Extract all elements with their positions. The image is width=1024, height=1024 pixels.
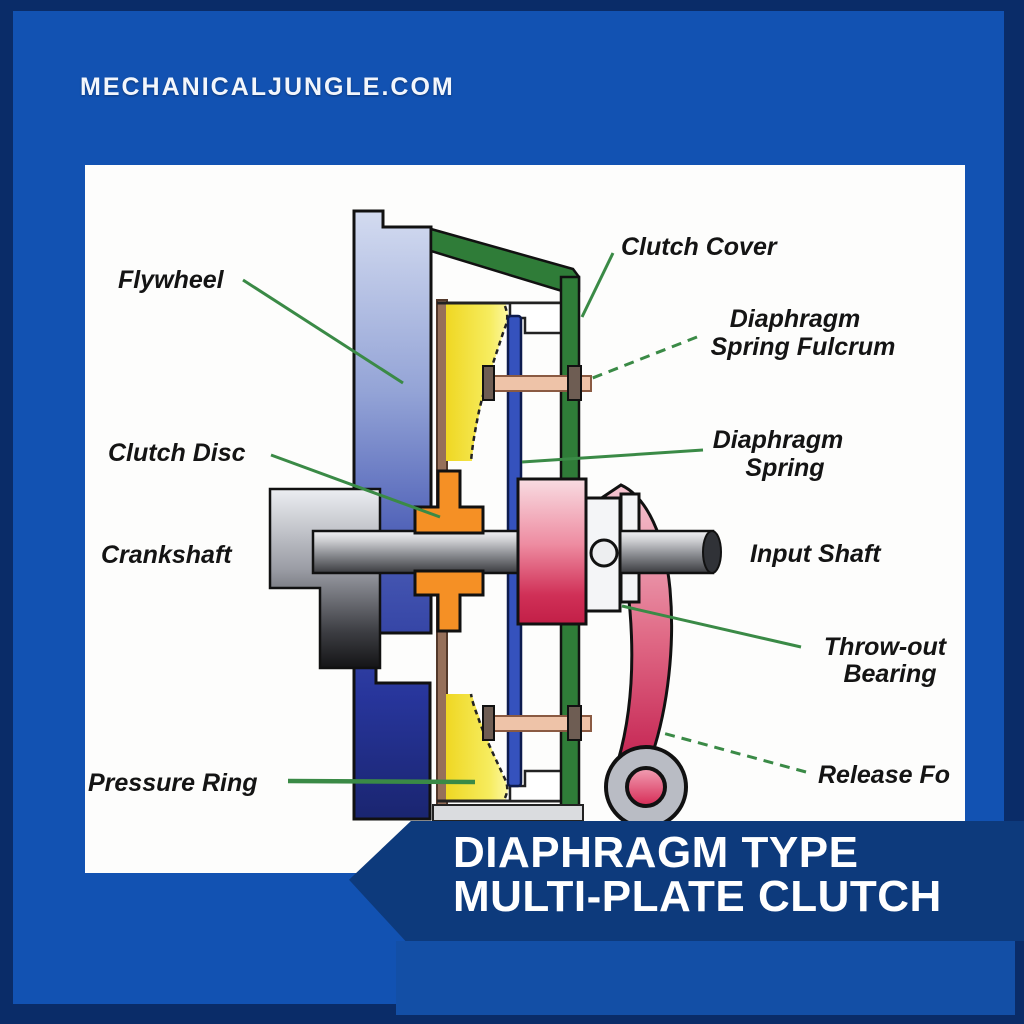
release-fork-leader (658, 730, 807, 774)
pressure-plate-top (446, 303, 509, 461)
label-crankshaft: Crankshaft (101, 541, 233, 569)
fulcrum-pin-bottom-left-head (482, 705, 495, 741)
label-input-shaft: Input Shaft (750, 540, 882, 568)
label-fulcrum-line1: Diaphragm (730, 305, 861, 333)
clutch-disc-hub-bottom (413, 569, 485, 633)
pressure-plate-bottom (446, 694, 508, 801)
label-diaphragm-spring-line2: Spring (745, 454, 824, 482)
clutch-disc-leader (270, 453, 441, 519)
flywheel-leader (242, 278, 404, 385)
label-flywheel: Flywheel (118, 266, 225, 294)
site-header: MECHANICALJUNGLE.COM (80, 73, 455, 101)
label-diaphragm-spring-line1: Diaphragm (713, 426, 844, 454)
label-pressure-ring: Pressure Ring (88, 769, 258, 797)
title-banner: DIAPHRAGM TYPE MULTI-PLATE CLUTCH (349, 821, 1024, 941)
page-background: MECHANICALJUNGLE.COM (13, 11, 1024, 1015)
label-clutch-cover: Clutch Cover (621, 233, 778, 261)
crankshaft-flange-shape (268, 487, 382, 670)
label-fulcrum-line2: Spring Fulcrum (711, 333, 896, 361)
label-release-fork: Release Fo (818, 761, 950, 789)
label-clutch-disc: Clutch Disc (108, 439, 246, 467)
throw-out-bearing-shape (516, 477, 588, 626)
diagram-panel: Flywheel Clutch Cover Diaphragm Spring F… (85, 165, 965, 873)
clutch-cover-leader (580, 252, 615, 318)
shaft (311, 529, 715, 575)
title-line-1: DIAPHRAGM TYPE (453, 828, 859, 877)
fork-roller-inner (625, 766, 667, 808)
clutch-cover-top (429, 227, 581, 293)
pressure-ring-leader (287, 778, 476, 785)
clutch-disc-hub-top (413, 469, 485, 535)
cover-bottom-flange (432, 804, 584, 822)
fulcrum-pin-top-right-head (567, 365, 582, 401)
input-shaft-end (702, 530, 722, 574)
diaphragm-spring-leader (521, 448, 704, 464)
title-banner-shadow (396, 941, 1015, 1015)
throw-out-leader (621, 604, 802, 649)
title-banner-text: DIAPHRAGM TYPE MULTI-PLATE CLUTCH (453, 831, 942, 919)
fulcrum-pin-bottom-right-head (567, 705, 582, 741)
diaphragm-curve-bottom (469, 693, 509, 799)
title-line-2: MULTI-PLATE CLUTCH (453, 872, 942, 921)
clutch-diagram: Flywheel Clutch Cover Diaphragm Spring F… (88, 209, 950, 829)
label-throw-out-line1: Throw-out (824, 633, 948, 661)
fork-pivot (589, 538, 619, 568)
label-throw-out-line2: Bearing (843, 660, 936, 688)
fulcrum-leader (589, 335, 698, 381)
fulcrum-pin-top-left-head (482, 365, 495, 401)
